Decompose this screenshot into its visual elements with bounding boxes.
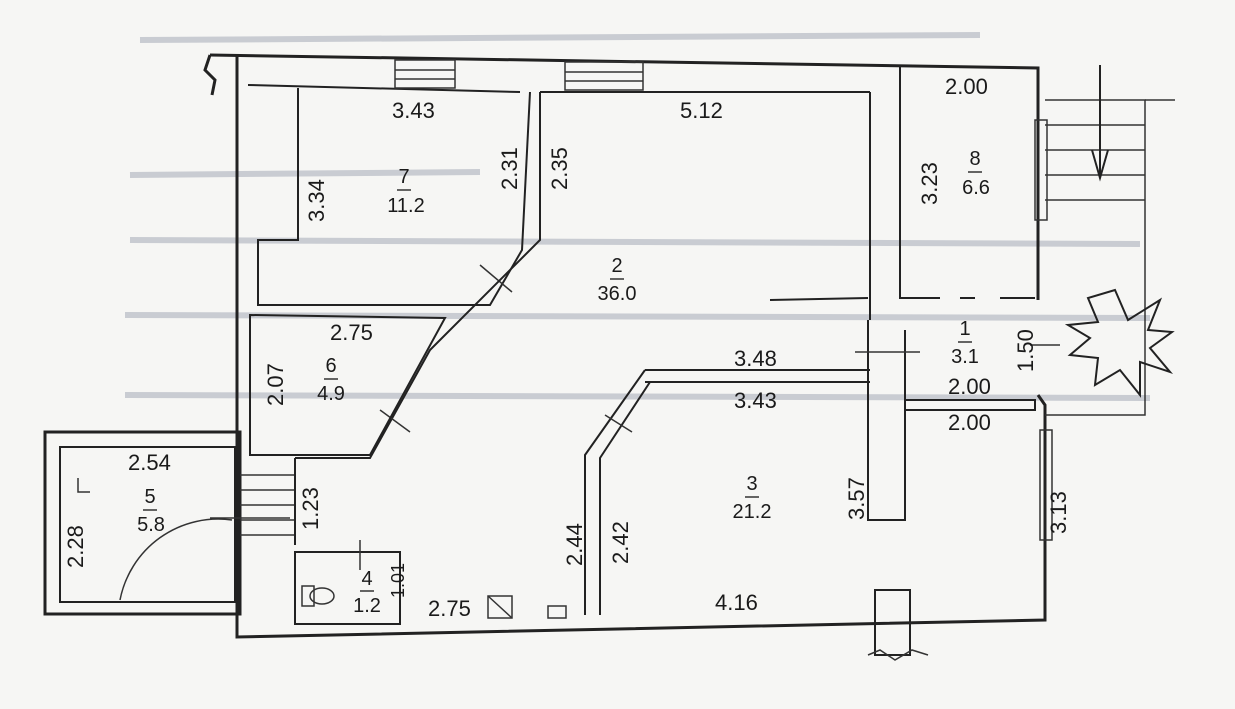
room-6-walls	[249, 313, 447, 456]
room-label-8: 8 6.6	[962, 148, 990, 199]
starburst-mark	[1064, 288, 1175, 398]
dim-r7-top: 3.43	[392, 98, 435, 123]
room-6-number: 6	[325, 355, 336, 377]
room-label-7: 7 11.2	[387, 166, 424, 217]
room-label-6: 6 4.9	[317, 355, 345, 405]
dim-r2-top: 5.12	[680, 98, 723, 123]
dim-r4-side: 1.01	[388, 563, 408, 598]
room-8-area: 6.6	[962, 177, 990, 199]
bottom-column	[867, 589, 929, 661]
dim-r8-left: 3.23	[917, 162, 942, 205]
dim-r2-bottom: 3.48	[734, 346, 777, 371]
dim-r8-top: 2.00	[945, 74, 988, 99]
room-8-walls	[899, 65, 1060, 541]
room-8-number: 8	[969, 148, 980, 170]
room-4-number: 4	[361, 568, 372, 590]
room-label-4: 4 1.2	[353, 568, 381, 617]
room-label-1: 1 3.1	[951, 318, 979, 368]
dim-r3-left-inner: 2.42	[608, 521, 633, 564]
dim-r1-side: 1.50	[1013, 329, 1038, 372]
room-3-area: 21.2	[733, 501, 772, 523]
outer-walls	[203, 53, 1047, 639]
room-5-walls	[43, 430, 290, 616]
dim-corridor-right: 3.13	[1046, 491, 1071, 534]
room-2-walls	[295, 92, 871, 459]
dim-r2-diag: 2.35	[547, 147, 572, 190]
room-3-number: 3	[746, 473, 757, 495]
entry-stairs	[1045, 65, 1175, 416]
dim-r5-left: 2.28	[63, 525, 88, 568]
dim-r3-right: 3.57	[844, 477, 869, 520]
dim-passage: 1.23	[298, 487, 323, 530]
room-3-walls	[584, 320, 920, 615]
dim-corridor-top: 2.00	[948, 410, 991, 435]
room-4-area: 1.2	[353, 595, 381, 617]
dim-r3-left-outer: 2.44	[562, 523, 587, 566]
dim-r6-left: 2.07	[263, 363, 288, 406]
room-2-number: 2	[611, 255, 622, 277]
room-5-area: 5.8	[137, 514, 165, 536]
room-labels: 7 11.2 8 6.6 2 36.0 1 3.1 6 4.9 3 21.2	[137, 148, 990, 617]
dim-r3-top: 3.43	[734, 388, 777, 413]
room-6-area: 4.9	[317, 383, 345, 405]
room-label-3: 3 21.2	[733, 473, 772, 523]
dim-r7-right: 2.31	[497, 147, 522, 190]
room-1-number: 1	[959, 318, 970, 340]
dim-r7-left: 3.34	[304, 179, 329, 222]
room-label-5: 5 5.8	[137, 486, 165, 536]
room-7-area: 11.2	[387, 195, 424, 217]
room-1-area: 3.1	[951, 346, 979, 368]
room-2-area: 36.0	[598, 283, 637, 305]
room-label-2: 2 36.0	[598, 255, 637, 305]
room-7-number: 7	[398, 166, 409, 188]
room-4-walls	[294, 540, 567, 625]
dim-r1-bottom: 2.00	[948, 374, 991, 399]
dim-r5-top: 2.54	[128, 450, 171, 475]
dim-r6-top: 2.75	[330, 320, 373, 345]
windows	[394, 59, 644, 91]
room-7-walls	[257, 88, 531, 306]
dim-r3-bottom: 4.16	[715, 590, 758, 615]
dim-r4-bottom: 2.75	[428, 596, 471, 621]
dimension-labels: 3.43 3.34 2.31 2.35 5.12 2.00 3.23 2.75 …	[63, 74, 1071, 621]
passage-steps	[240, 458, 296, 545]
room-5-number: 5	[144, 486, 155, 508]
